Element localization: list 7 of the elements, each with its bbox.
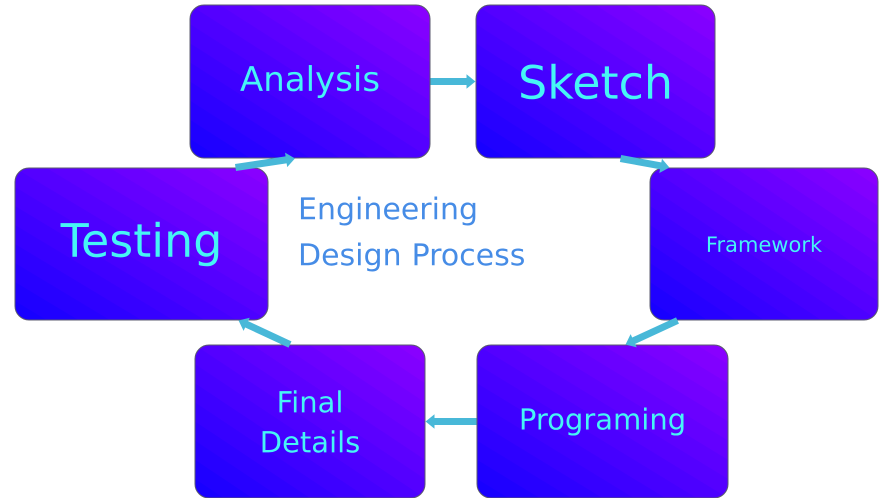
process-box: Framework <box>650 168 878 320</box>
process-box: Sketch <box>476 4 716 158</box>
process-box: Programing <box>476 344 728 498</box>
process-box: Analysis <box>190 4 430 158</box>
title: Engineering Design Process <box>300 196 524 272</box>
process-box: Final Details <box>194 344 426 498</box>
process-box: Testing <box>14 168 268 320</box>
